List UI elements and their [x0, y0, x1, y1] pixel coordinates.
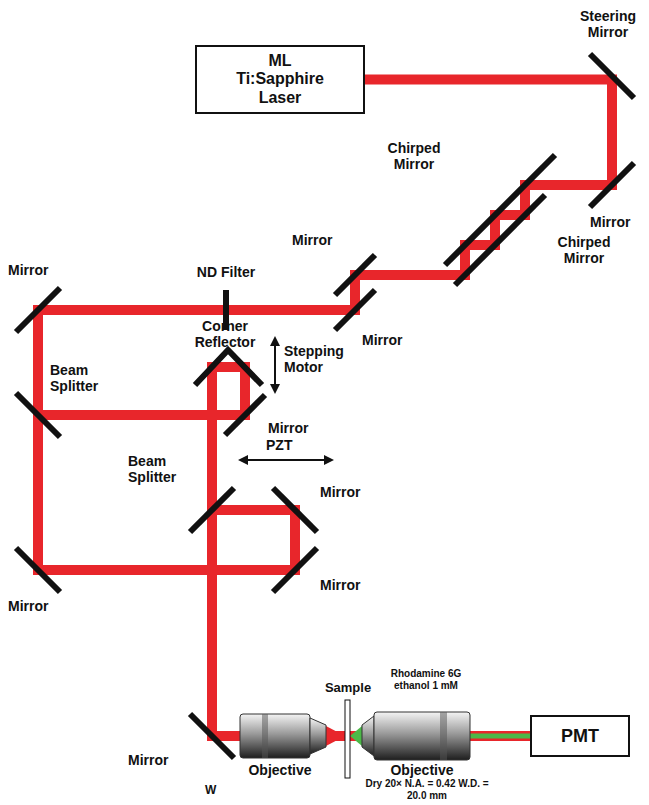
- fluorescence-cone: [350, 726, 362, 746]
- annotation-label: Objective: [238, 762, 322, 778]
- mirrors: [16, 54, 634, 758]
- fluorescence-beam: [470, 734, 530, 739]
- part-label: Mirror: [8, 262, 63, 278]
- annotation-label: Dry 20× N.A. = 0.42 W.D. = 20.0 mm: [362, 778, 492, 801]
- pzt-mirror: [273, 488, 317, 532]
- beam-splitter: [16, 393, 60, 437]
- laser-box: ML Ti:Sapphire Laser: [195, 45, 365, 114]
- beam-splitter: [190, 488, 234, 532]
- part-label: Mirror: [320, 577, 375, 593]
- node-text: PMT: [540, 726, 620, 747]
- part-label: Chirped Mirror: [548, 234, 620, 266]
- part-label: Mirror: [362, 332, 417, 348]
- part-label: Stepping Motor: [284, 343, 362, 375]
- annotation-label: Objective: [380, 762, 464, 778]
- objective-nose: [310, 718, 326, 754]
- part-label: ND Filter: [186, 264, 266, 280]
- mirror: [190, 714, 234, 758]
- objective-body: [374, 712, 470, 760]
- corner-reflector: [195, 350, 262, 385]
- mirror: [335, 290, 375, 330]
- mirror: [225, 395, 265, 435]
- detector-box: PMT: [530, 715, 630, 757]
- part-label: Mirror: [590, 214, 645, 230]
- objective-ring: [440, 712, 447, 760]
- part-label: Mirror: [268, 420, 323, 436]
- mirror: [590, 163, 634, 207]
- objective-ring: [262, 714, 268, 758]
- mirror: [16, 548, 60, 592]
- node-text: ML Ti:Sapphire Laser: [230, 52, 330, 107]
- annotation-label: W: [205, 784, 225, 798]
- focus-cone: [326, 726, 345, 746]
- annotation-label: Rhodamine 6G ethanol 1 mM: [384, 668, 468, 691]
- part-label: Mirror: [292, 232, 347, 248]
- mirror: [335, 255, 375, 295]
- pzt-arrow: [240, 459, 332, 461]
- part-label: Beam Splitter: [128, 453, 196, 485]
- part-label: Steering Mirror: [572, 8, 644, 40]
- actuator-label: PZT: [266, 437, 306, 453]
- part-label: Mirror: [8, 598, 63, 614]
- annotation-label: Mirror: [128, 752, 183, 768]
- chirped-mirror: [445, 155, 555, 265]
- laser-beam: [38, 80, 612, 736]
- part-label: Chirped Mirror: [378, 140, 450, 172]
- mirror: [16, 288, 60, 332]
- chirped-mirror: [455, 195, 545, 285]
- stepping-arrow: [274, 338, 276, 392]
- objective-nose: [362, 716, 374, 756]
- part-label: Beam Splitter: [50, 362, 120, 394]
- steering-mirror: [590, 54, 634, 98]
- sample-slide: [345, 700, 350, 778]
- objective-body: [240, 714, 310, 758]
- part-label: Corner Reflector: [180, 318, 270, 350]
- part-label: Mirror: [320, 484, 375, 500]
- annotation-label: Sample: [318, 681, 378, 696]
- mirror: [273, 548, 317, 592]
